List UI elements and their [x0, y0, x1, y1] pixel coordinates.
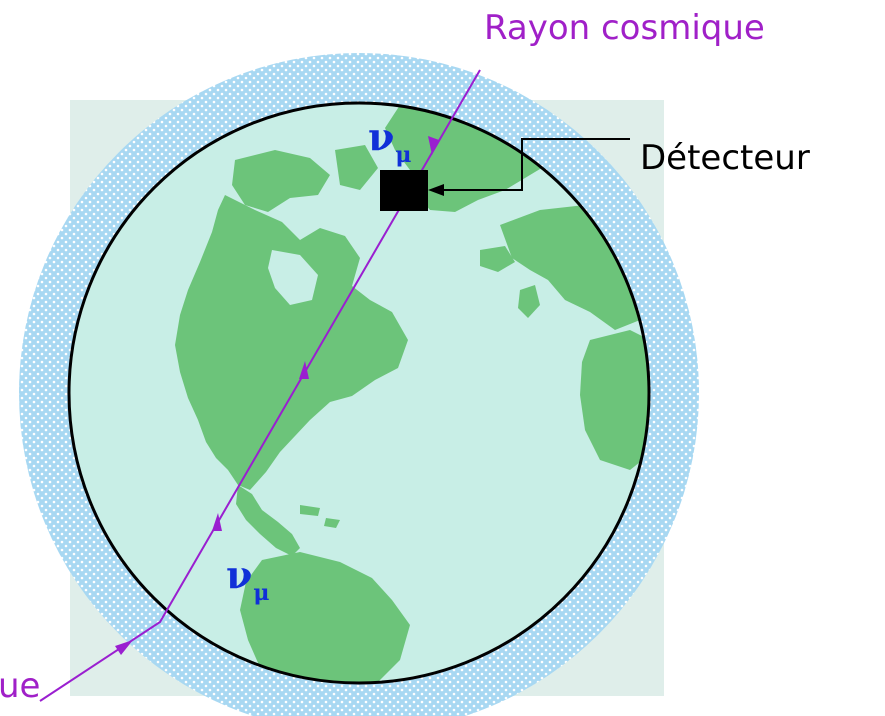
- neutrino-subscript: μ: [253, 580, 270, 606]
- detector-callout-line: [440, 138, 630, 191]
- path-arrow-3: [299, 361, 309, 379]
- path-arrow-2: [212, 513, 222, 531]
- detector-box: [380, 170, 428, 211]
- continent-arctic-islands-2: [335, 145, 378, 190]
- cosmic-ray-label: Rayon cosmique: [484, 8, 765, 48]
- continent-north-america: [175, 195, 408, 490]
- hudson-bay: [268, 250, 318, 305]
- continents: [175, 105, 649, 683]
- neutrino-subscript: μ: [395, 142, 412, 168]
- continent-central-america: [236, 485, 300, 556]
- muon-neutrino-label-bottom: νμ: [226, 556, 269, 605]
- earth-outline: [67, 101, 651, 685]
- neutrino-symbol: ν: [226, 552, 253, 597]
- island-britain: [518, 285, 540, 318]
- continent-arctic-islands: [232, 150, 330, 212]
- muon-neutrino-label-top: νμ: [368, 118, 411, 167]
- path-arrow-1: [115, 640, 133, 655]
- island-iceland: [480, 246, 515, 272]
- continent-south-america: [240, 552, 410, 683]
- detector-label: Détecteur: [640, 138, 810, 178]
- cosmic-ray-label-fragment: ue: [0, 666, 41, 706]
- cosmic-ray-arrow: [428, 136, 439, 155]
- caribbean-islands: [300, 505, 340, 528]
- detector-callout-arrowhead: [428, 184, 444, 196]
- neutrino-path: [39, 69, 481, 702]
- continent-africa: [580, 330, 649, 470]
- neutrino-symbol: ν: [368, 114, 395, 159]
